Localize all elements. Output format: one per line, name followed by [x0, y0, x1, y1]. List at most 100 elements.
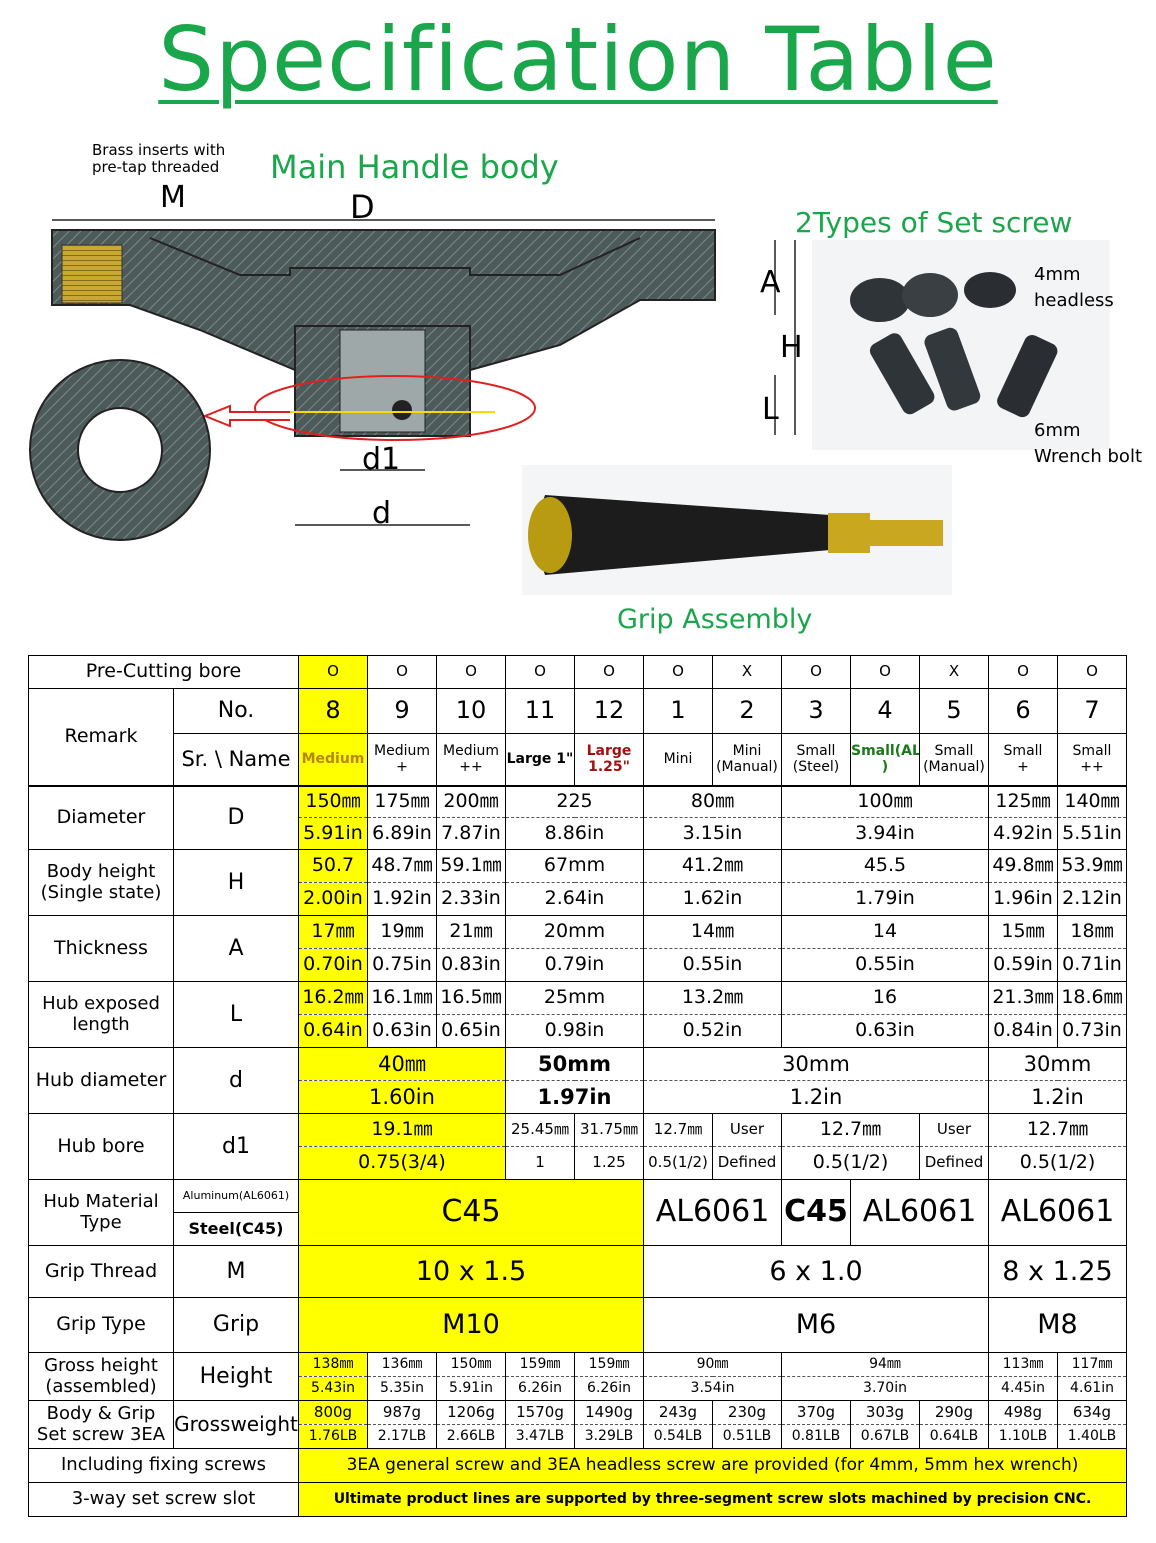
- hub-bore-in: 0.5(1/2): [781, 1146, 920, 1180]
- thickness-in: 0.83in: [436, 948, 506, 982]
- thickness-mm: 15㎜: [988, 915, 1058, 949]
- weight-g: 370g: [781, 1400, 851, 1425]
- dimension-m: M: [160, 180, 186, 215]
- grip-type-row: Grip Type Grip M10 M6 M8: [28, 1297, 1127, 1353]
- height-in: 1.92in: [367, 882, 437, 916]
- handle-cross-section-drawing: [29, 219, 1110, 595]
- diameter-label: Diameter: [28, 785, 174, 850]
- height-in: 2.64in: [505, 882, 644, 916]
- model-number: 8: [298, 688, 368, 734]
- hub-exposed-in: 0.63in: [781, 1014, 989, 1048]
- thickness-mm: 19㎜: [367, 915, 437, 949]
- hub-bore-mm: 12.7㎜: [643, 1113, 713, 1147]
- material-aluminum-label: Aluminum(AL6061): [173, 1179, 299, 1213]
- page-title: Specification Table: [158, 8, 998, 111]
- grip-type-symbol: Grip: [173, 1297, 299, 1353]
- model-number: 12: [574, 688, 644, 734]
- hub-exposed-mm: 16.1㎜: [367, 981, 437, 1015]
- precut-cell: X: [712, 655, 782, 689]
- diameter-in: 5.51in: [1057, 817, 1127, 850]
- thickness-in: 0.55in: [643, 948, 782, 982]
- gross-height-in: 3.70in: [781, 1376, 989, 1401]
- hub-bore-in: Defined: [919, 1146, 989, 1180]
- gross-height-in: 4.45in: [988, 1376, 1058, 1401]
- precut-cell: O: [436, 655, 506, 689]
- remark-label: Remark: [28, 688, 174, 787]
- dimension-d-lower: d: [372, 496, 392, 531]
- hub-bore-in: Defined: [712, 1146, 782, 1180]
- hub-bore-in: 1.25: [574, 1146, 644, 1180]
- gross-height-mm: 159㎜: [505, 1352, 575, 1377]
- hub-diameter-row: Hub diameter d 40㎜ 50mm 30mm 30mm: [28, 1047, 1127, 1114]
- gross-height-in: 5.91in: [436, 1376, 506, 1401]
- gross-height-in: 3.54in: [643, 1376, 782, 1401]
- number-row: Remark No. 8 9 10 11 12 1 2 3 4 5 6 7: [28, 688, 1127, 787]
- precut-cell: O: [781, 655, 851, 689]
- gross-height-in: 6.26in: [574, 1376, 644, 1401]
- gross-height-mm: 150㎜: [436, 1352, 506, 1377]
- grip-thread-symbol: M: [173, 1245, 299, 1298]
- weight-lb: 0.67LB: [850, 1424, 920, 1449]
- grip-thread-value: 6 x 1.0: [643, 1245, 989, 1298]
- model-number: 5: [919, 688, 989, 734]
- main-handle-label: Main Handle body: [270, 148, 559, 186]
- hub-exposed-row: Hub exposed length L 16.2㎜ 16.1㎜ 16.5㎜ 2…: [28, 981, 1127, 1048]
- no-label: No.: [173, 688, 299, 734]
- thickness-mm: 20mm: [505, 915, 644, 949]
- body-height-label: Body height (Single state): [28, 849, 174, 916]
- grip-type-value: M8: [988, 1297, 1127, 1353]
- weight-g: 498g: [988, 1400, 1058, 1425]
- grip-assembly-label: Grip Assembly: [617, 604, 813, 635]
- including-row: Including fixing screws 3EA general scre…: [28, 1448, 1127, 1483]
- model-name: Small ++: [1057, 733, 1127, 787]
- hub-diameter-mm: 40㎜: [298, 1047, 506, 1081]
- slot-label: 3-way set screw slot: [28, 1482, 299, 1517]
- model-number: 3: [781, 688, 851, 734]
- thickness-in: 0.59in: [988, 948, 1058, 982]
- model-name: Small(AL ): [850, 733, 920, 787]
- model-number: 2: [712, 688, 782, 734]
- weight-lb: 1.10LB: [988, 1424, 1058, 1449]
- thickness-in: 0.71in: [1057, 948, 1127, 982]
- height-mm: 45.5: [781, 849, 989, 883]
- precut-cell: O: [298, 655, 368, 689]
- diameter-in: 4.92in: [988, 817, 1058, 850]
- hub-diameter-mm: 30mm: [988, 1047, 1127, 1081]
- weight-g: 230g: [712, 1400, 782, 1425]
- diameter-in-row: 5.91in 6.89in 7.87in 8.86in 3.15in 3.94i…: [29, 817, 1127, 850]
- hub-exposed-in: 0.64in: [298, 1014, 368, 1048]
- thickness-symbol: A: [173, 915, 299, 982]
- weight-lb: 3.29LB: [574, 1424, 644, 1449]
- diameter-in: 7.87in: [436, 817, 506, 850]
- model-name: Medium: [298, 733, 368, 787]
- hub-exposed-mm: 16.2㎜: [298, 981, 368, 1015]
- gross-height-mm: 138㎜: [298, 1352, 368, 1377]
- diameter-mm: 150㎜: [298, 785, 368, 818]
- gross-height-mm: 117㎜: [1057, 1352, 1127, 1377]
- thickness-label: Thickness: [28, 915, 174, 982]
- height-in: 2.33in: [436, 882, 506, 916]
- precut-cell: O: [367, 655, 437, 689]
- model-name: Large 1": [505, 733, 575, 787]
- hub-diameter-symbol: d: [173, 1047, 299, 1114]
- weight-label: Body & Grip Set screw 3EA: [28, 1400, 174, 1449]
- height-mm: 67mm: [505, 849, 644, 883]
- hub-exposed-in: 0.52in: [643, 1014, 782, 1048]
- gross-height-mm: 90㎜: [643, 1352, 782, 1377]
- thickness-mm: 14: [781, 915, 989, 949]
- hub-exposed-mm: 16: [781, 981, 989, 1015]
- weight-lb: 0.81LB: [781, 1424, 851, 1449]
- hub-exposed-label: Hub exposed length: [28, 981, 174, 1048]
- model-name: Small (Manual): [919, 733, 989, 787]
- gross-height-symbol: Height: [173, 1352, 299, 1401]
- hub-exposed-mm: 13.2㎜: [643, 981, 782, 1015]
- hub-exposed-symbol: L: [173, 981, 299, 1048]
- thickness-in: 0.75in: [367, 948, 437, 982]
- grip-thread-value: 10 x 1.5: [298, 1245, 644, 1298]
- precut-cell: O: [574, 655, 644, 689]
- thickness-row: Thickness A 17㎜ 19㎜ 21㎜ 20mm 14㎜ 14 15㎜ …: [28, 915, 1127, 982]
- height-mm: 53.9㎜: [1057, 849, 1127, 883]
- hub-bore-in: 1: [505, 1146, 575, 1180]
- weight-lb-row: 1.76LB 2.17LB 2.66LB 3.47LB 3.29LB 0.54L…: [29, 1424, 1127, 1449]
- grip-thread-value: 8 x 1.25: [988, 1245, 1127, 1298]
